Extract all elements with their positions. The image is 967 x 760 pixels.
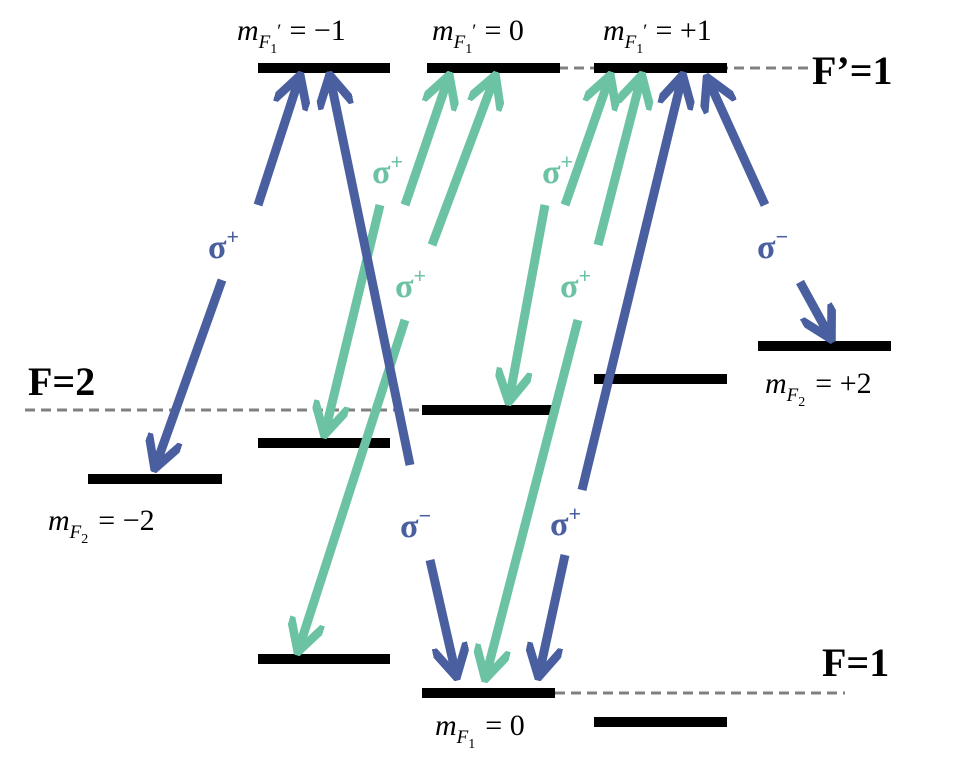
arrow-blue-right-upper <box>577 82 681 492</box>
sigma-label-green-upper-left: σ+ <box>372 149 403 191</box>
arrow-green-ur-lower <box>510 204 550 395</box>
arrow-green-lr-lower <box>487 318 583 672</box>
label-excited-m-minus1: mF1′= −1 <box>237 14 346 57</box>
arrow-green-ur-upper <box>560 82 608 207</box>
sigma-label-blue-right: σ+ <box>550 501 581 543</box>
arrow-blue-left-lower <box>157 278 227 462</box>
label-excited-m-plus1: mF1′= +1 <box>603 14 712 57</box>
label-f2-m-plus2: mF2= +2 <box>765 367 872 410</box>
arrow-blue-center-lower <box>425 559 455 670</box>
label-f2: F=2 <box>28 359 95 404</box>
arrow-blue-far-right-upper <box>710 84 770 207</box>
arrow-blue-far-right-lower <box>796 279 828 333</box>
arrow-green-ul-upper <box>400 82 447 207</box>
arrow-blue-left-upper <box>253 82 298 207</box>
arrow-green-ul-lower <box>326 203 385 428</box>
sigma-label-blue-center: σ− <box>400 503 431 545</box>
arrow-green-lr-upper <box>593 82 640 247</box>
sigma-label-blue-left: σ+ <box>208 224 239 266</box>
sigma-label-green-lower-left: σ+ <box>395 263 426 305</box>
label-excited-m-0: mF1′= 0 <box>432 14 524 57</box>
transition-arrows <box>157 82 828 672</box>
sigma-label-green-lower-right: σ+ <box>560 263 591 305</box>
arrow-green-ll-upper <box>427 82 493 247</box>
arrow-blue-right-lower <box>540 554 570 670</box>
arrow-blue-center-upper <box>331 82 415 466</box>
label-excited-f-prime-1: F’=1 <box>812 48 893 93</box>
sigma-label-blue-far-right: σ− <box>757 224 788 266</box>
label-f2-m-minus2: mF2= −2 <box>48 504 155 547</box>
f2-levels <box>88 341 891 484</box>
label-f1-m-0: mF1= 0 <box>435 709 525 752</box>
label-f1: F=1 <box>822 640 889 685</box>
sigma-label-green-upper-right: σ+ <box>542 149 573 191</box>
